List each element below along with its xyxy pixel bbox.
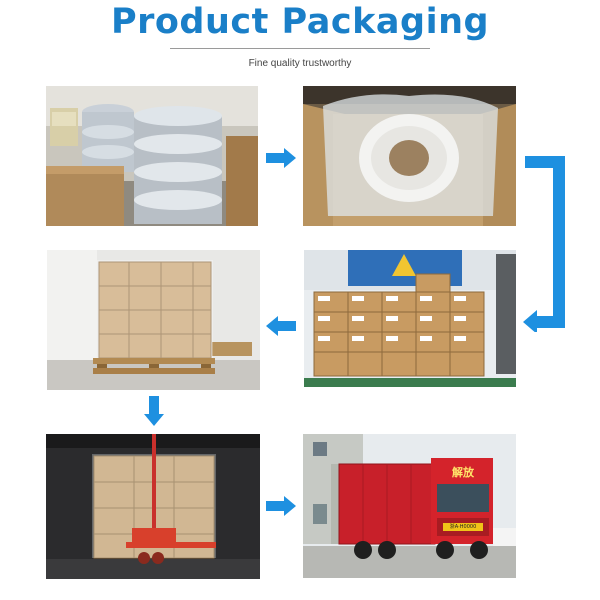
arrow-right-icon-1 — [266, 148, 296, 168]
photo-pallet-truck-loading — [46, 434, 260, 579]
arrow-elbow-down-left-icon — [521, 152, 569, 334]
title-divider — [170, 48, 430, 49]
arrow-left-icon — [266, 316, 296, 336]
truck-cab-lettering: 解放 — [452, 466, 474, 479]
photo-spool-in-box — [303, 86, 516, 226]
truck-license-plate: 浙A·H0000 — [443, 523, 483, 531]
arrow-down-icon — [144, 396, 164, 426]
photo-cartons-wall — [304, 250, 516, 387]
photo-red-delivery-truck: 解放 浙A·H0000 — [303, 434, 516, 578]
page-title: Product Packaging — [110, 2, 490, 42]
arrow-right-icon-2 — [266, 496, 296, 516]
page-subtitle: Fine quality trustworthy — [248, 58, 352, 69]
photo-wrapped-pallet — [47, 250, 260, 390]
photo-spools-warehouse — [46, 86, 258, 226]
